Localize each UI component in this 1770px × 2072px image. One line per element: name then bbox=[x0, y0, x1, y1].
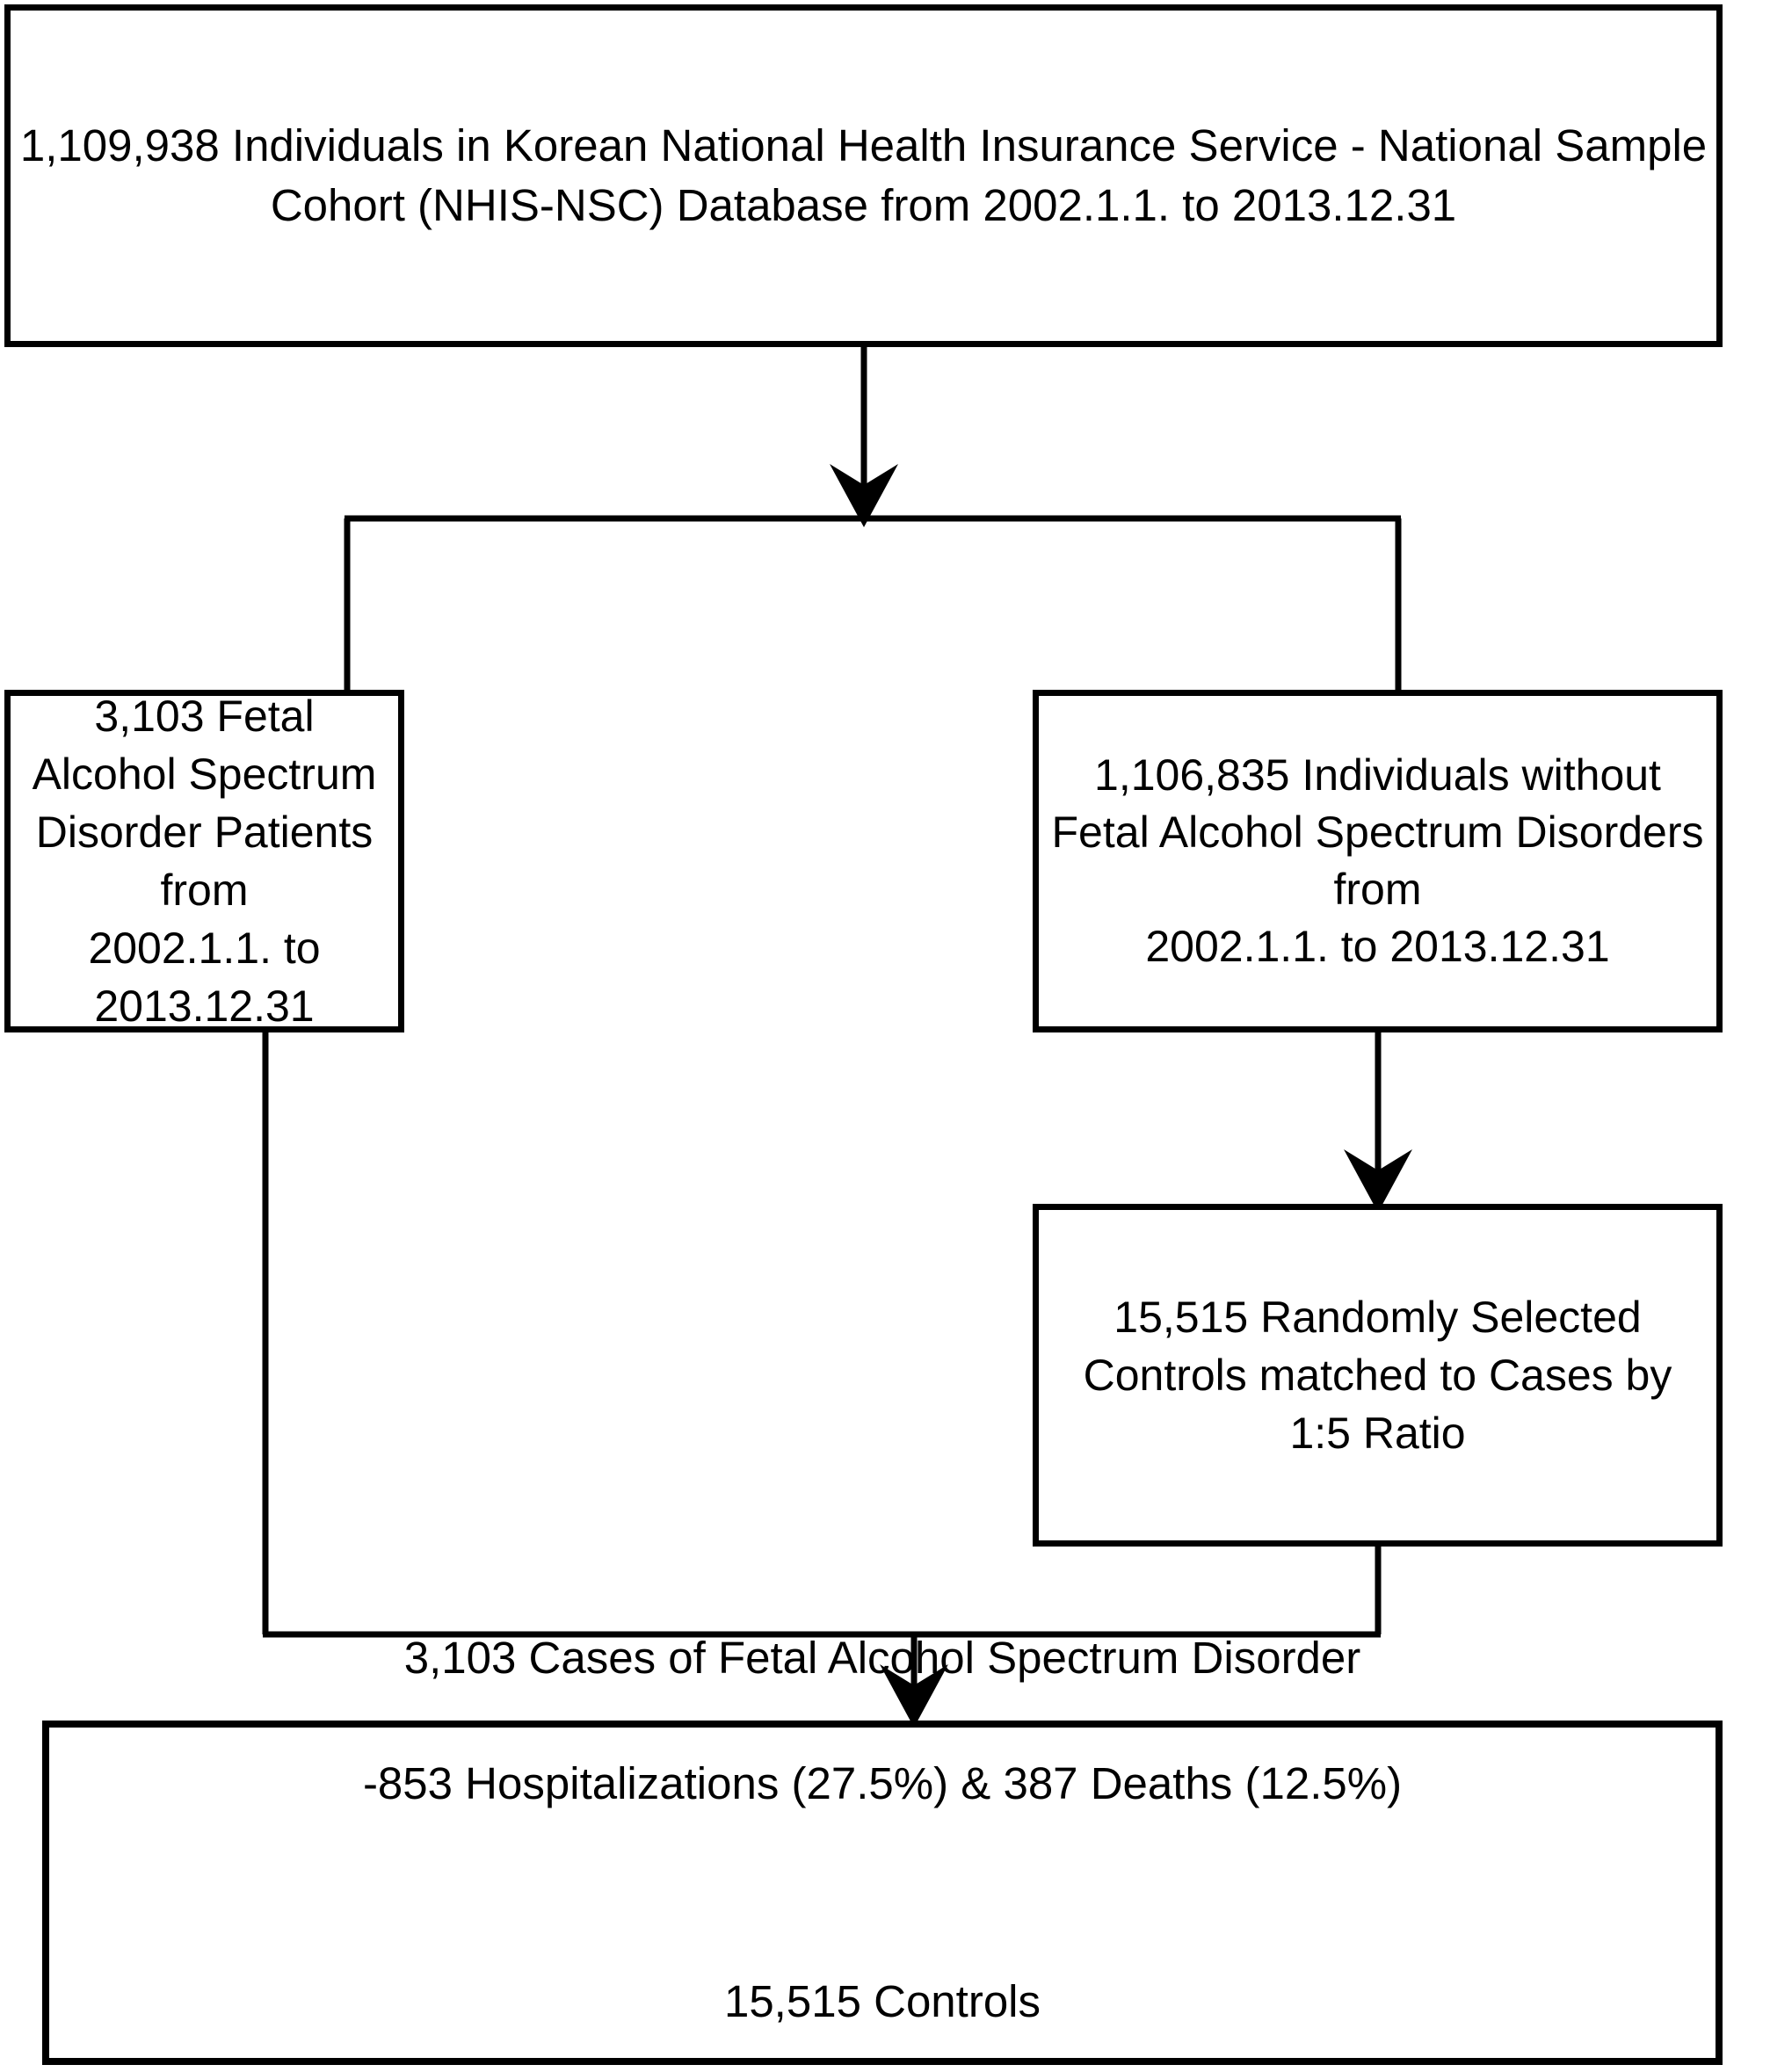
node-without-fasd-text: 1,106,835 Individuals without Fetal Alco… bbox=[1051, 750, 1704, 971]
node-fasd-cases: 3,103 Fetal Alcohol Spectrum Disorder Pa… bbox=[4, 690, 404, 1032]
node-matched-controls-text: 15,515 Randomly Selected Controls matche… bbox=[1083, 1293, 1672, 1458]
node-without-fasd: 1,106,835 Individuals without Fetal Alco… bbox=[1033, 690, 1723, 1032]
outcome-controls-line-1: 15,515 Controls bbox=[723, 1976, 1041, 2027]
outcome-cases-line-1: 3,103 Cases of Fetal Alcohol Spectrum Di… bbox=[403, 1633, 1361, 1684]
node-matched-controls: 15,515 Randomly Selected Controls matche… bbox=[1033, 1204, 1723, 1547]
node-source-cohort: 1,109,938 Individuals in Korean National… bbox=[4, 4, 1723, 347]
node-final-outcomes-text: 3,103 Cases of Fetal Alcohol Spectrum Di… bbox=[49, 1564, 1716, 2072]
node-fasd-cases-text: 3,103 Fetal Alcohol Spectrum Disorder Pa… bbox=[32, 692, 377, 1031]
outcome-cases-line-2: -853 Hospitalizations (27.5%) & 387 Deat… bbox=[362, 1758, 1403, 1809]
arrowhead-source-to-split bbox=[830, 464, 898, 527]
arrowhead-merge-to-outcome bbox=[880, 1664, 948, 1728]
arrowhead-noncases-to-controls bbox=[1344, 1149, 1412, 1213]
node-final-outcomes: 3,103 Cases of Fetal Alcohol Spectrum Di… bbox=[42, 1633, 1723, 2065]
arrowhead-group bbox=[830, 464, 1412, 1728]
outcome-spacer bbox=[58, 1878, 1707, 1908]
node-source-cohort-text: 1,109,938 Individuals in Korean National… bbox=[19, 120, 1708, 230]
